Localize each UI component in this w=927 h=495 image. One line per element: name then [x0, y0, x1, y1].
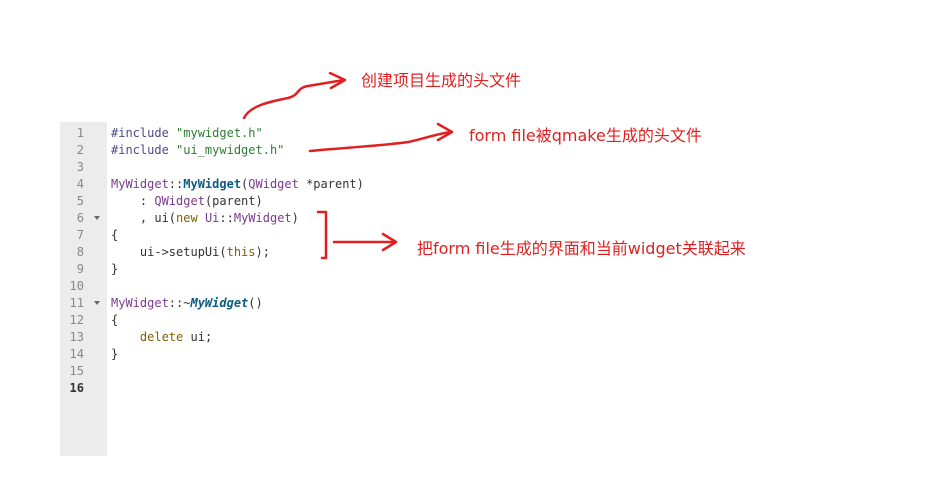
code-line-ui-init[interactable]: , ui(new Ui::MyWidget) — [111, 210, 299, 227]
code-line-base-init[interactable]: : QWidget(parent) — [111, 193, 263, 210]
paren: ( — [241, 177, 249, 191]
line-number: 3 — [76, 160, 84, 174]
init-prefix: : — [111, 194, 155, 208]
code-line-include-ui[interactable]: #include "ui_mywidget.h" — [111, 142, 284, 159]
code-line-brace-close[interactable]: } — [111, 347, 119, 361]
class-name: MyWidget — [233, 211, 292, 225]
preprocessor-directive: #include — [111, 143, 177, 157]
code-line-brace-close[interactable]: } — [111, 262, 119, 276]
arrow-head-setupui-note — [381, 232, 398, 252]
paren: ) — [356, 177, 364, 191]
line-number-active: 16 — [69, 381, 84, 395]
line-number: 7 — [76, 228, 84, 242]
function-name: MyWidget — [183, 177, 242, 191]
scope-operator: ::~ — [168, 296, 191, 310]
fold-arrow-icon[interactable] — [94, 216, 100, 220]
line-number: 13 — [69, 330, 84, 344]
annotation-setupui: 把form file生成的界面和当前widget关联起来 — [417, 239, 746, 258]
keyword: delete — [139, 330, 184, 344]
line-number: 10 — [69, 279, 84, 293]
code-editor[interactable]: 1 2 3 4 5 6 7 8 9 10 11 12 13 14 15 16 #… — [60, 122, 400, 456]
arrow-to-ui-header-note — [308, 130, 452, 153]
call-close: ); — [255, 245, 270, 259]
line-number: 5 — [76, 194, 84, 208]
class-name: MyWidget — [111, 296, 169, 310]
code-line-brace-open[interactable]: { — [111, 228, 119, 242]
param-type: QWidget — [248, 177, 299, 191]
scope-operator: :: — [219, 211, 234, 225]
line-number: 6 — [76, 211, 84, 225]
paren: ) — [291, 211, 299, 225]
class-name: MyWidget — [111, 177, 169, 191]
code-line-constructor[interactable]: MyWidget::MyWidget(QWidget *parent) — [111, 176, 364, 193]
init-args: (parent) — [204, 194, 263, 208]
paren: () — [248, 296, 263, 310]
param-name: *parent — [298, 177, 357, 191]
statement-rest: ui; — [183, 330, 213, 344]
keyword: this — [226, 245, 256, 259]
line-number: 14 — [69, 347, 84, 361]
include-string: "ui_mywidget.h" — [176, 143, 285, 157]
keyword: new — [176, 211, 205, 225]
scope-operator: :: — [168, 177, 184, 191]
fold-arrow-icon[interactable] — [94, 301, 100, 305]
call-prefix: ui->setupUi( — [111, 245, 227, 259]
arrow-to-header-note — [242, 78, 346, 120]
code-line-destructor[interactable]: MyWidget::~MyWidget() — [111, 295, 263, 312]
code-line-setupui[interactable]: ui->setupUi(this); — [111, 244, 270, 261]
line-number: 4 — [76, 177, 84, 191]
preprocessor-directive: #include — [111, 126, 177, 140]
function-name: MyWidget — [190, 296, 249, 310]
line-number: 12 — [69, 313, 84, 327]
code-line-include-mywidget[interactable]: #include "mywidget.h" — [111, 125, 263, 142]
arrow-head-header-note — [328, 71, 347, 90]
namespace-name: Ui — [204, 211, 220, 225]
line-number: 1 — [76, 126, 84, 140]
line-number: 9 — [76, 262, 84, 276]
include-string: "mywidget.h" — [176, 126, 263, 140]
class-name: QWidget — [154, 194, 205, 208]
line-number-gutter: 1 2 3 4 5 6 7 8 9 10 11 12 13 14 15 16 — [60, 122, 107, 456]
code-line-brace-open[interactable]: { — [111, 313, 119, 327]
line-number: 2 — [76, 143, 84, 157]
line-number: 8 — [76, 245, 84, 259]
annotation-ui-header: form file被qmake生成的头文件 — [469, 126, 702, 145]
bracket-setupui — [316, 210, 328, 260]
line-number: 15 — [69, 364, 84, 378]
init-prefix: , ui( — [111, 211, 177, 225]
line-number: 11 — [69, 296, 84, 310]
code-line-delete[interactable]: delete ui; — [111, 329, 212, 346]
annotation-project-header: 创建项目生成的头文件 — [361, 71, 522, 90]
arrow-head-ui-header-note — [436, 122, 454, 142]
